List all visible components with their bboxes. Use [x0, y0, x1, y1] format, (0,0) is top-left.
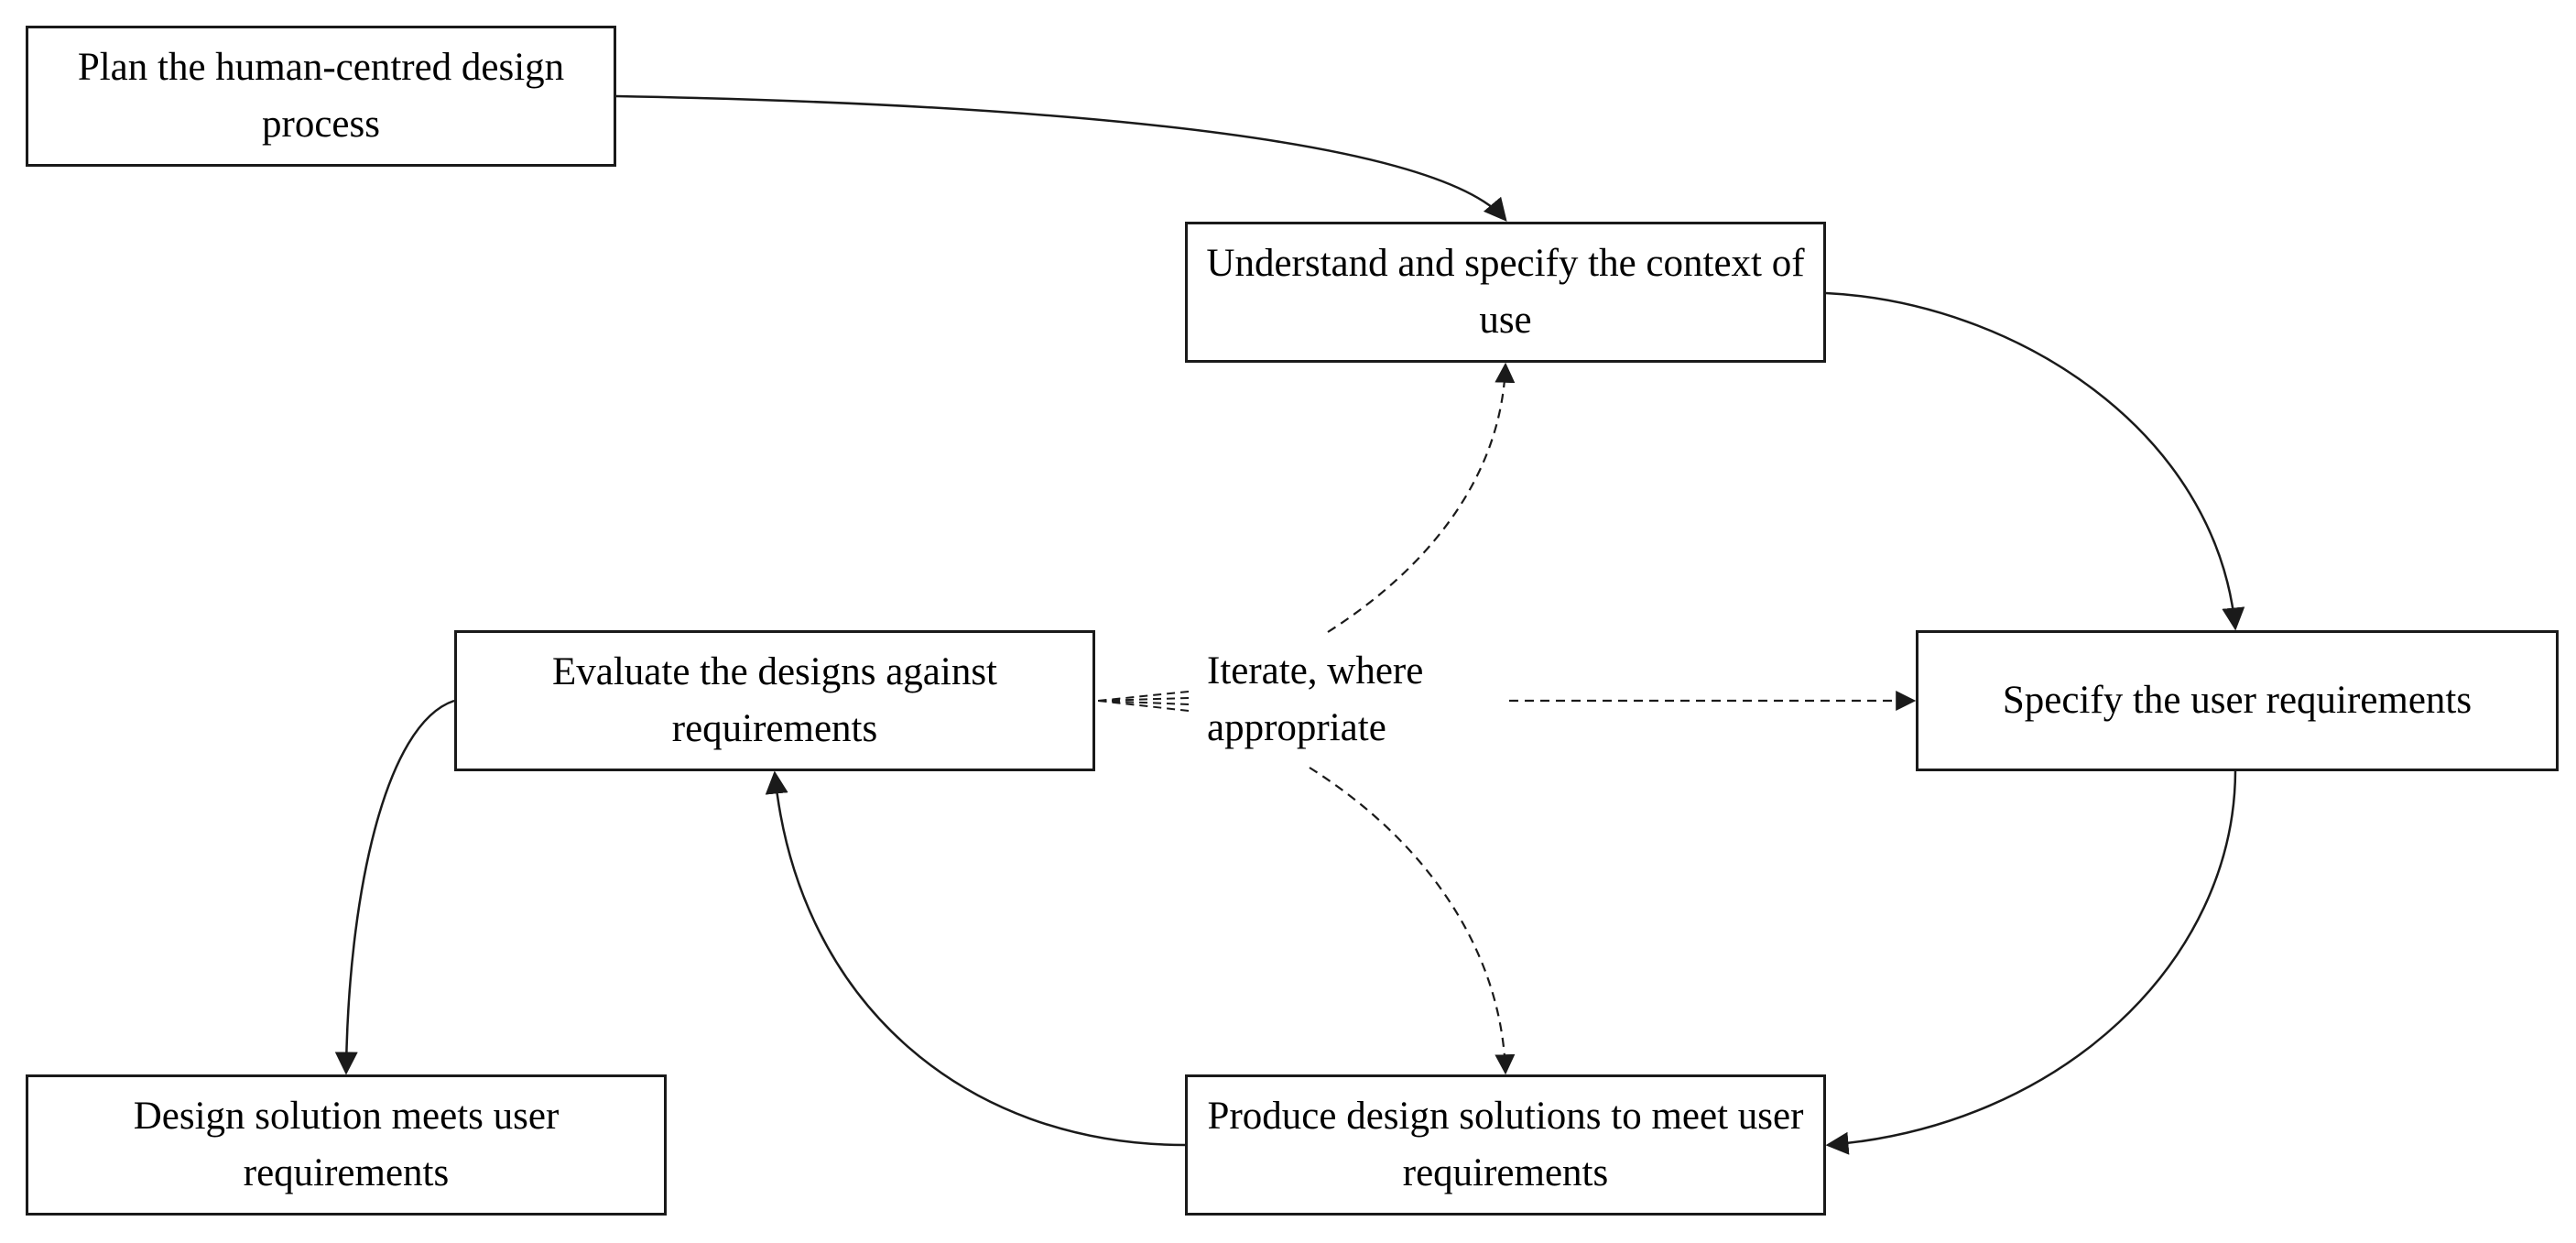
node-design-solution-meets-requirements: Design solution meets user requirements	[26, 1074, 667, 1216]
edge-requirements-to-produce	[1825, 770, 2237, 1155]
edge-plan-to-context	[615, 94, 1507, 222]
node-evaluate-designs: Evaluate the designs against requirement…	[454, 630, 1095, 771]
node-plan-process: Plan the human-centred design process	[26, 26, 616, 167]
edge-iterate-to-produce	[1309, 767, 1516, 1075]
edge-produce-to-evaluate	[765, 770, 1186, 1147]
node-produce-design-solutions-label: Produce design solutions to meet user re…	[1207, 1095, 1804, 1194]
edge-iterate-to-evaluate	[1097, 691, 1190, 712]
node-evaluate-designs-label: Evaluate the designs against requirement…	[552, 650, 997, 750]
edge-context-to-requirements	[1825, 291, 2245, 631]
edge-evaluate-to-final	[334, 699, 455, 1075]
iterate-label: Iterate, where appropriate	[1207, 643, 1509, 757]
node-plan-process-label: Plan the human-centred design process	[77, 46, 565, 146]
node-user-requirements: Specify the user requirements	[1916, 630, 2559, 771]
node-produce-design-solutions: Produce design solutions to meet user re…	[1185, 1074, 1826, 1216]
node-user-requirements-label: Specify the user requirements	[2002, 679, 2473, 722]
node-context-of-use: Understand and specify the context of us…	[1185, 222, 1826, 363]
node-design-solution-meets-requirements-label: Design solution meets user requirements	[133, 1095, 560, 1194]
edge-iterate-to-context	[1327, 362, 1516, 633]
node-context-of-use-label: Understand and specify the context of us…	[1206, 242, 1805, 342]
